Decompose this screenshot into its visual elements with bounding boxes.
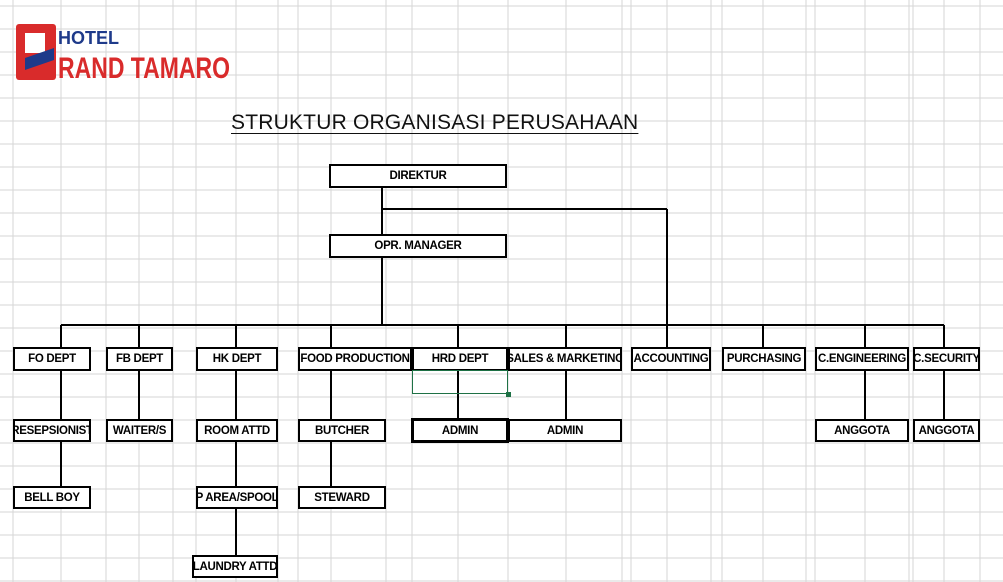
node-sales-admin: ADMIN <box>508 419 622 442</box>
node-p-area-spool: P AREA/SPOOL <box>196 486 278 509</box>
node-food-production: FOOD PRODUCTION <box>298 347 412 371</box>
node-security-anggota: ANGGOTA <box>913 419 980 442</box>
node-hk-dept: HK DEPT <box>196 347 278 371</box>
node-accounting: ACCOUNTING <box>631 347 711 371</box>
node-butcher: BUTCHER <box>298 419 386 442</box>
node-opr-manager: OPR. MANAGER <box>329 234 507 258</box>
node-room-attd: ROOM ATTD <box>196 419 278 442</box>
cell-selection[interactable] <box>412 370 508 394</box>
hotel-logo: HOTEL RAND TAMARO <box>16 24 230 85</box>
node-sales-marketing: SALES & MARKETING <box>508 347 622 371</box>
node-engineering-anggota: ANGGOTA <box>815 419 909 442</box>
fill-handle[interactable] <box>506 392 511 397</box>
node-bell-boy: BELL BOY <box>13 486 91 509</box>
node-laundry-attd: LAUNDRY ATTD <box>192 555 278 578</box>
node-hrd-admin: ADMIN <box>411 418 509 443</box>
node-c-security: C.SECURITY <box>913 347 980 371</box>
node-hrd-dept: HRD DEPT <box>412 347 508 371</box>
node-fb-dept: FB DEPT <box>106 347 173 371</box>
logo-brand-text: RAND TAMARO <box>58 52 230 85</box>
logo-mark <box>16 24 56 80</box>
logo-hotel-text: HOTEL <box>58 28 119 48</box>
node-waiters: WAITER/S <box>106 419 173 442</box>
node-c-engineering: C.ENGINEERING <box>815 347 909 371</box>
node-direktur: DIREKTUR <box>329 164 507 188</box>
node-steward: STEWARD <box>298 486 386 509</box>
node-purchasing: PURCHASING <box>722 347 806 371</box>
page-title: STRUKTUR ORGANISASI PERUSAHAAN <box>231 111 639 134</box>
node-resepsionist: RESEPSIONIST <box>13 419 91 442</box>
node-fo-dept: FO DEPT <box>13 347 91 371</box>
